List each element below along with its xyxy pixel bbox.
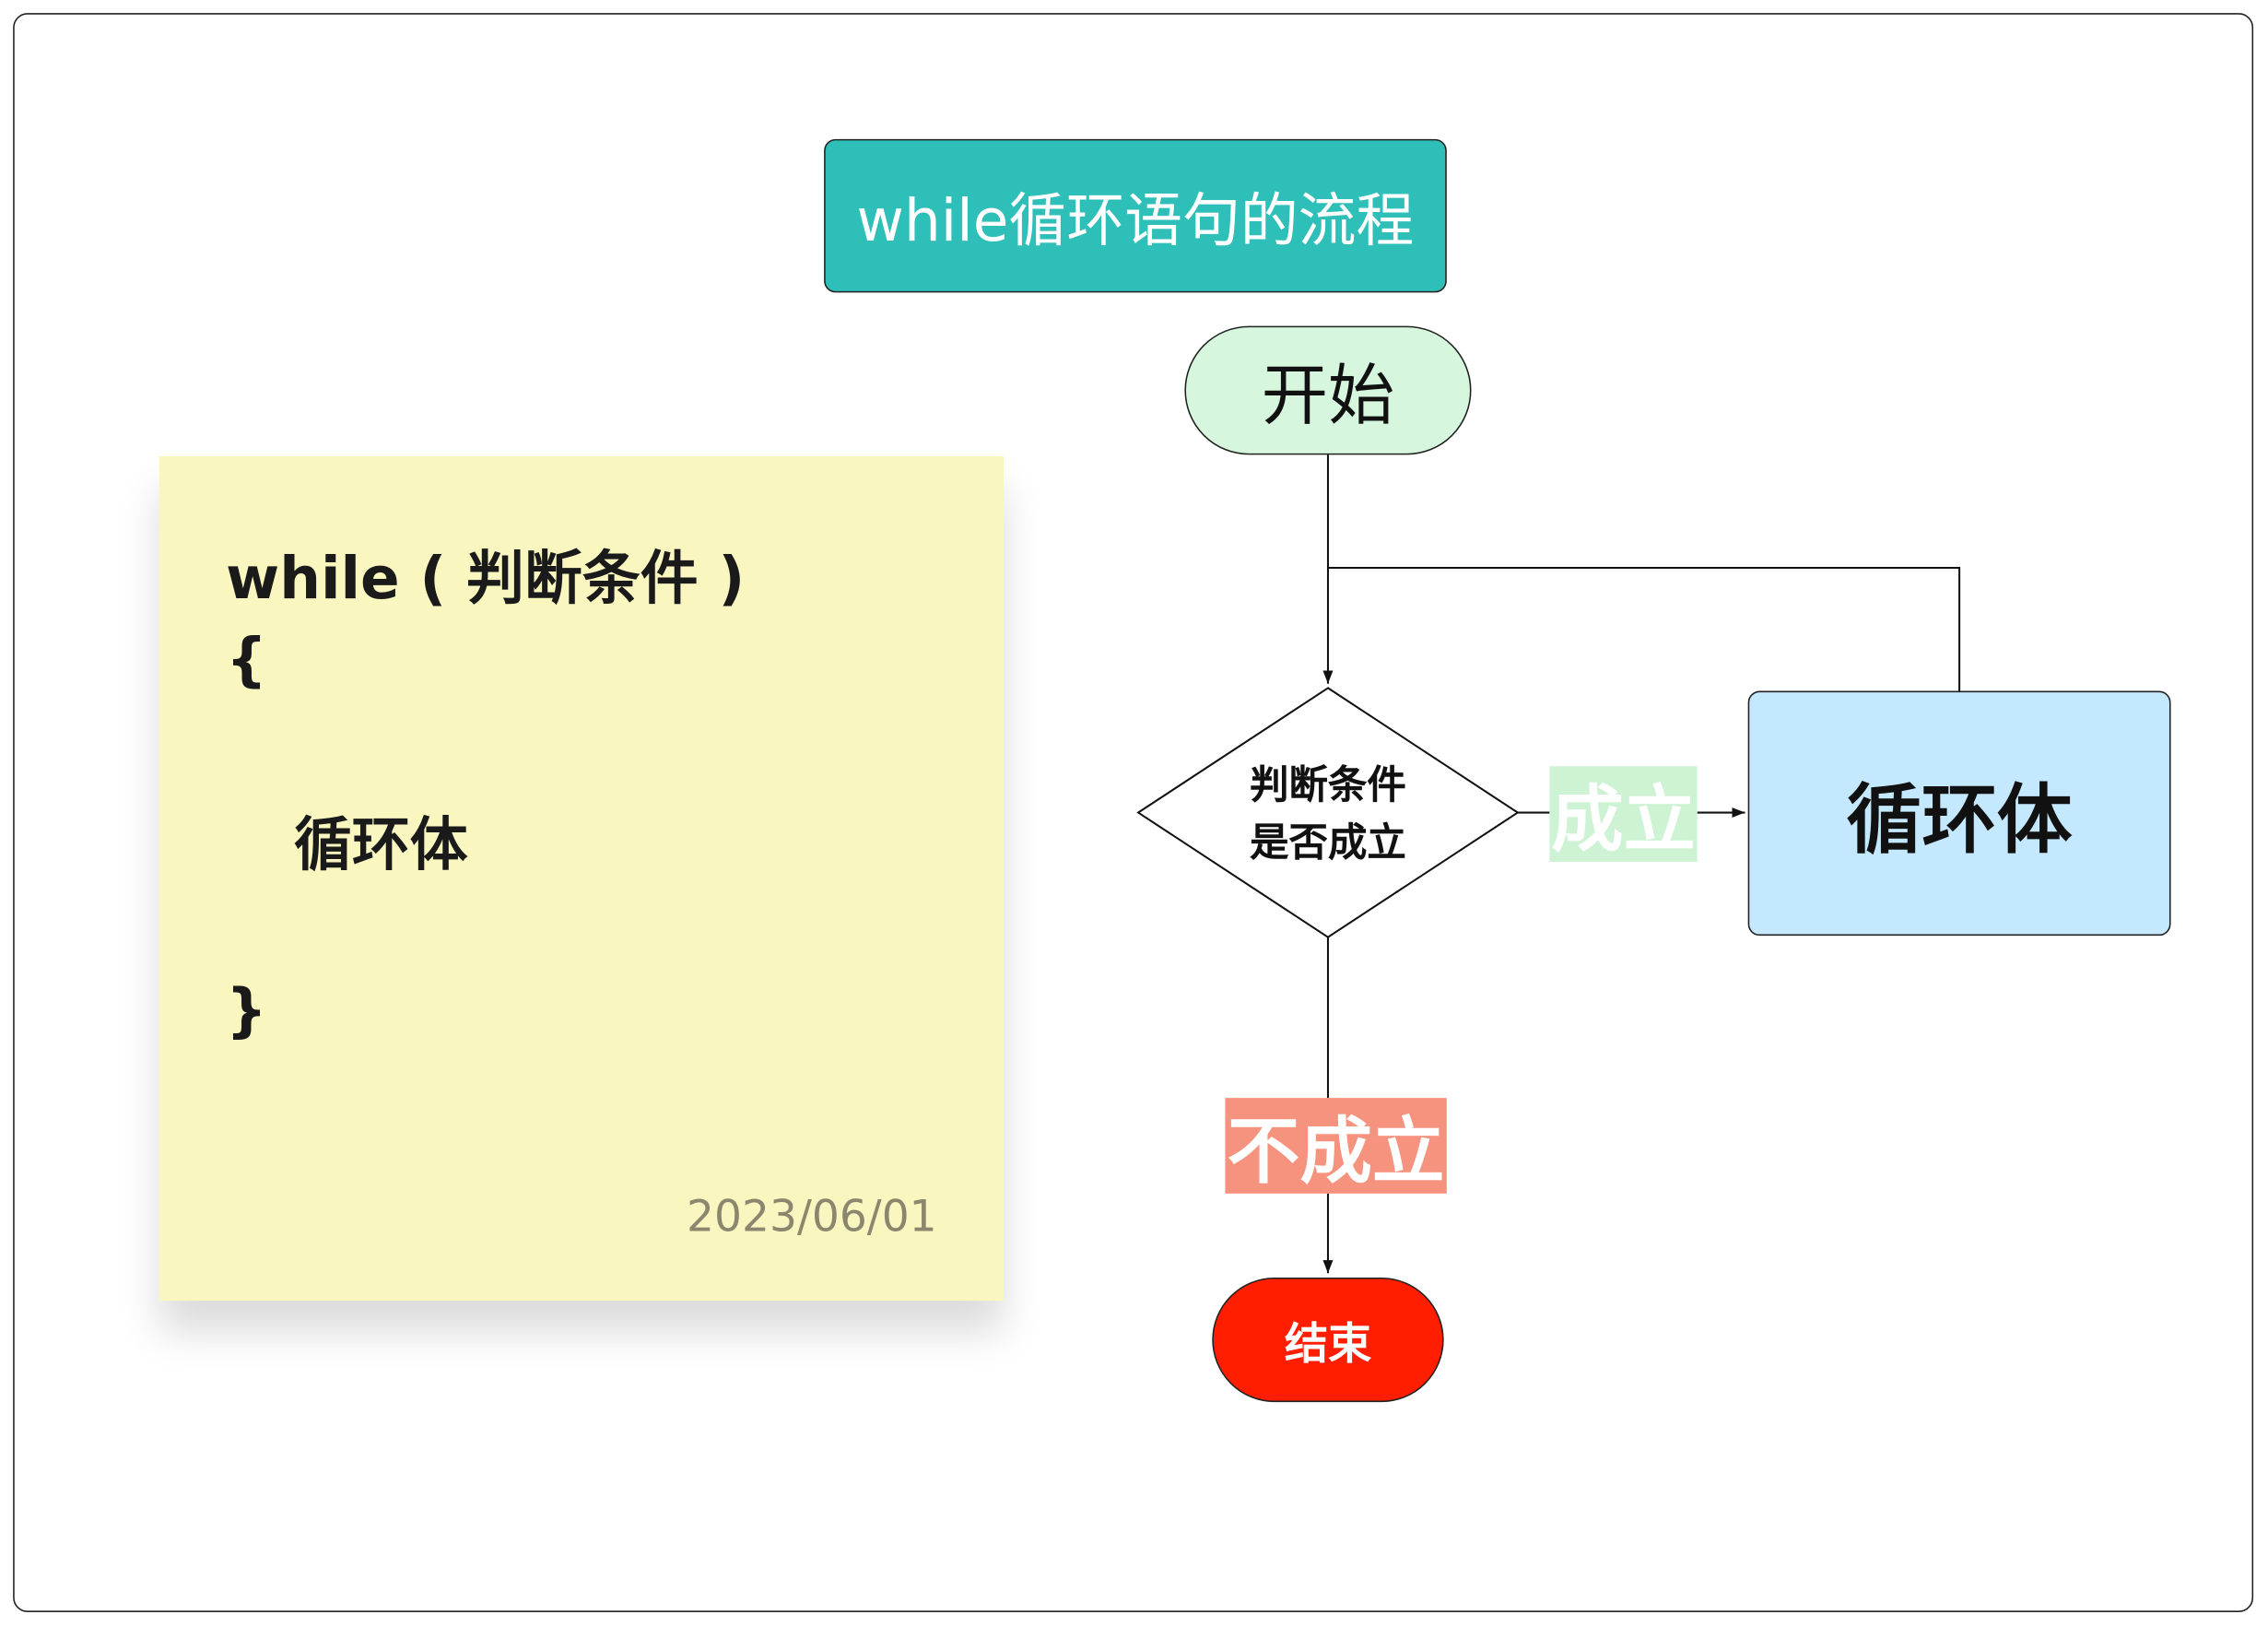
code-line-while: while ( 判断条件 ) — [226, 546, 746, 613]
decision-label: 判断条件 是否成立 — [1183, 758, 1473, 874]
loop-body-node: 循环体 — [1747, 690, 2171, 937]
no-branch-label: 不成立 — [1225, 1098, 1447, 1194]
edge-loop-back — [1327, 566, 1961, 691]
start-node: 开始 — [1184, 325, 1472, 455]
yes-branch-label: 成立 — [1549, 766, 1698, 862]
diagram-title: while循环语句的流程 — [824, 138, 1447, 293]
note-date: 2023/06/01 — [686, 1192, 937, 1243]
sticky-note: while ( 判断条件 ) { 循环体 } 2023/06/01 — [159, 455, 1004, 1302]
code-line-loop-body: 循环体 — [293, 812, 468, 879]
code-line-close-brace: } — [226, 977, 267, 1044]
code-line-open-brace: { — [226, 627, 267, 694]
end-node: 结束 — [1212, 1277, 1444, 1403]
decision-line-2: 是否成立 — [1250, 820, 1406, 866]
decision-line-1: 判断条件 — [1250, 763, 1406, 808]
